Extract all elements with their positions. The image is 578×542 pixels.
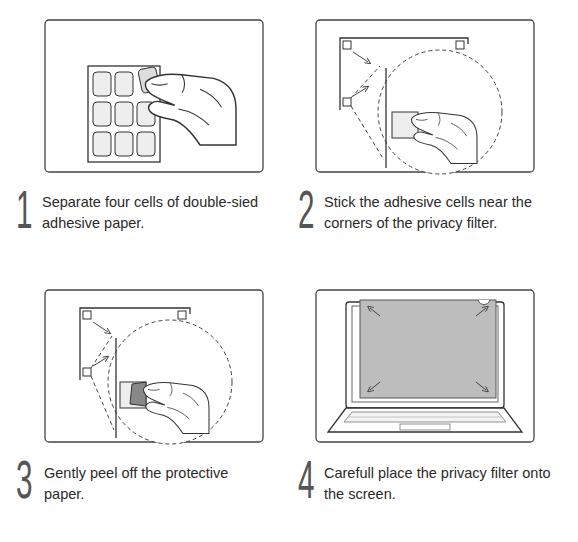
hand (145, 74, 236, 145)
filter-corner (80, 308, 232, 444)
step-caption: Carefull place the privacy filter onto t… (324, 463, 572, 505)
panel-frame (45, 20, 263, 172)
hand (411, 112, 477, 163)
step-caption: Gently peel off the protective paper. (44, 463, 272, 505)
step-number: 2 (298, 182, 320, 236)
laptop (328, 300, 522, 432)
step-number: 4 (298, 452, 320, 506)
filter-corner (340, 38, 502, 174)
hand (143, 382, 209, 433)
step-caption: Stick the adhesive cells near the corner… (324, 192, 572, 234)
step-number: 3 (16, 452, 38, 506)
panel-frame (316, 290, 534, 442)
step-caption: Separate four cells of double-sied adhes… (42, 192, 270, 234)
step-number: 1 (16, 182, 38, 236)
